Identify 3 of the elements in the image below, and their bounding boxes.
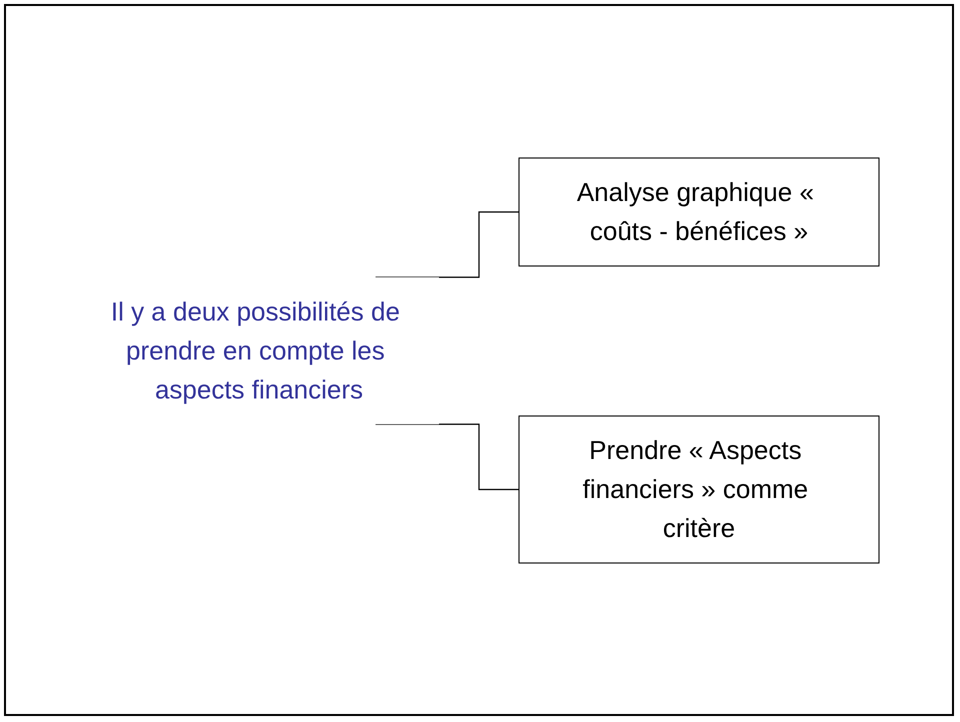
node-box: Prendre « Aspects financiers » comme critère (518, 415, 880, 563)
node-box: Analyse graphique « coûts - bénéfices » (518, 157, 880, 266)
connector (376, 423, 520, 490)
